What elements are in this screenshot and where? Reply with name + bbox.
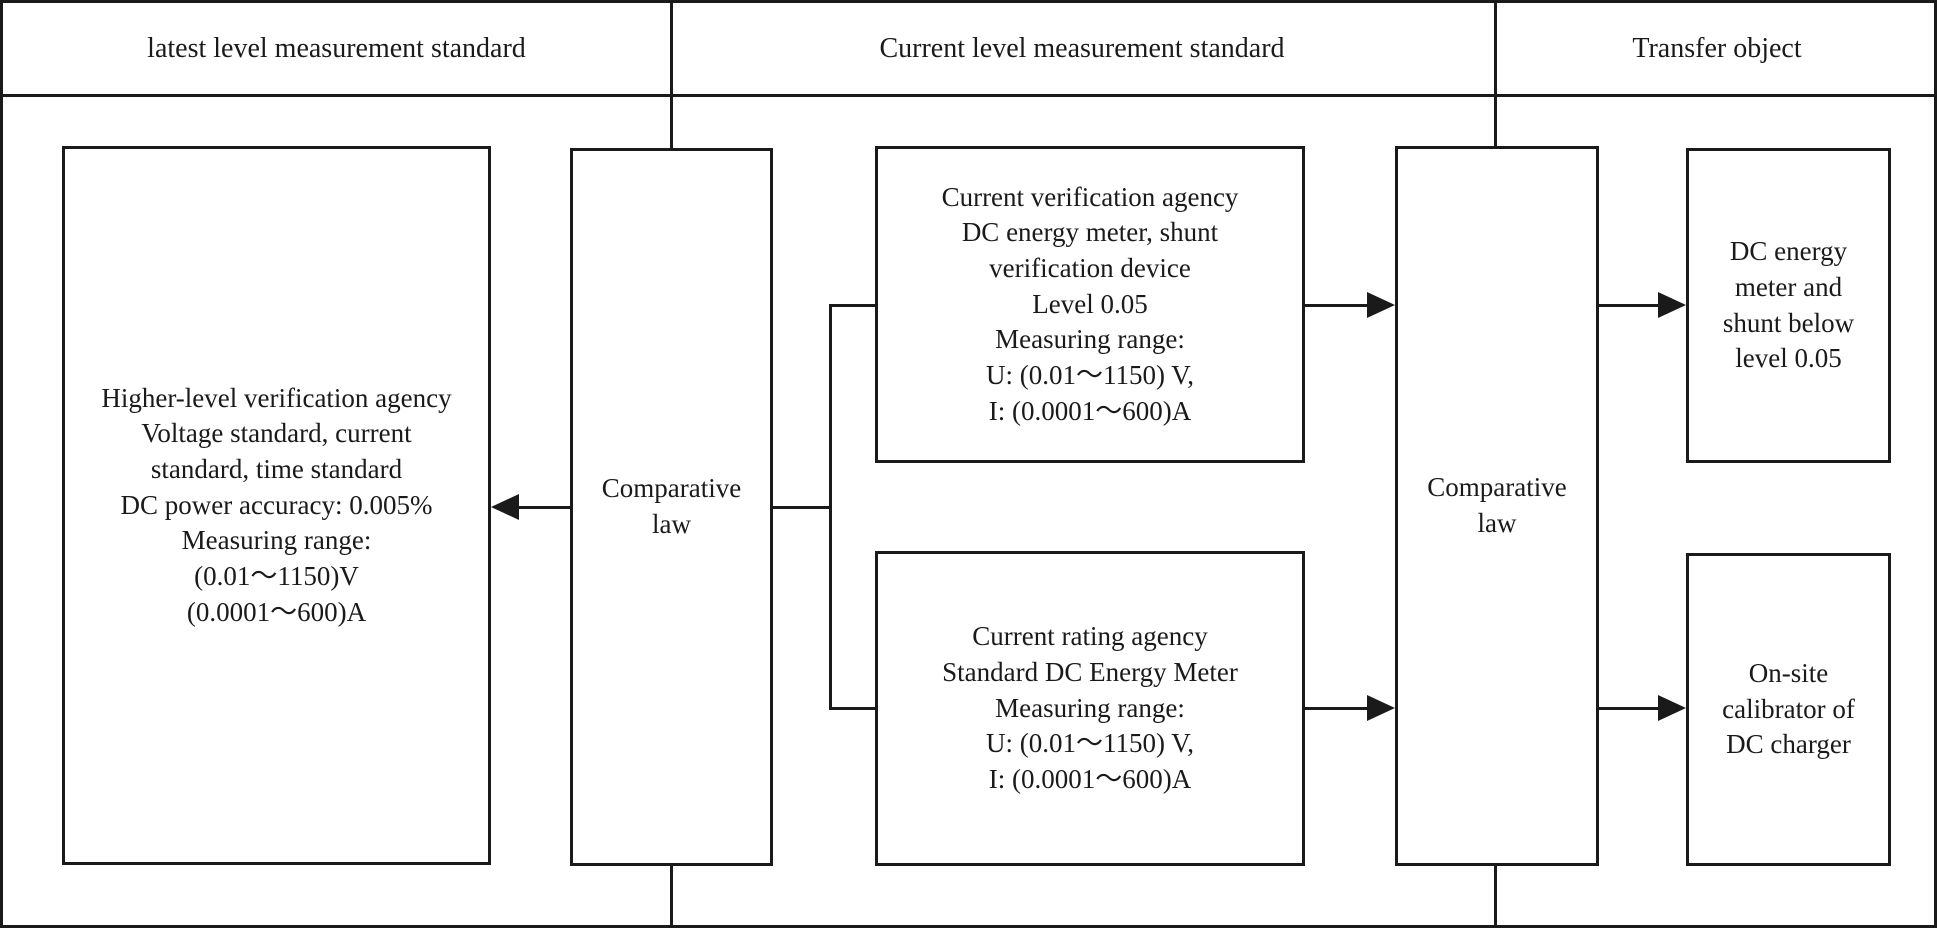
arrowhead-right-icon [1367,695,1395,721]
dc-energy-meter-shunt-box: DC energy meter and shunt below level 0.… [1686,148,1891,463]
connector-compright-to-meter-line [1599,304,1658,307]
current-rating-agency-box: Current rating agency Standard DC Energy… [875,551,1305,866]
header-transfer-object: Transfer object [1632,32,1802,64]
arrowhead-left-icon [491,494,519,520]
header-underline [3,94,1934,97]
connector-bracket-to-rating-line [829,707,875,710]
comparative-law-left-box: Comparative law [570,148,773,866]
connector-compleft-to-higher-line [515,506,570,509]
header-latest-level: latest level measurement standard [147,32,526,64]
arrowhead-right-icon [1367,292,1395,318]
connector-bracket-to-verification-line [829,304,875,307]
header-current-level: Current level measurement standard [879,32,1285,64]
comparative-law-right-box: Comparative law [1395,146,1599,866]
connector-compleft-stub-line [773,506,831,509]
arrowhead-right-icon [1658,695,1686,721]
connector-compright-to-calibrator-line [1599,707,1658,710]
connector-verification-to-compright-line [1305,304,1367,307]
connector-bracket-vertical-line [829,304,832,710]
arrowhead-right-icon [1658,292,1686,318]
connector-rating-to-compright-line [1305,707,1367,710]
current-verification-agency-box: Current verification agency DC energy me… [875,146,1305,463]
higher-level-agency-box: Higher-level verification agency Voltage… [62,146,491,865]
onsite-calibrator-box: On-site calibrator of DC charger [1686,553,1891,866]
